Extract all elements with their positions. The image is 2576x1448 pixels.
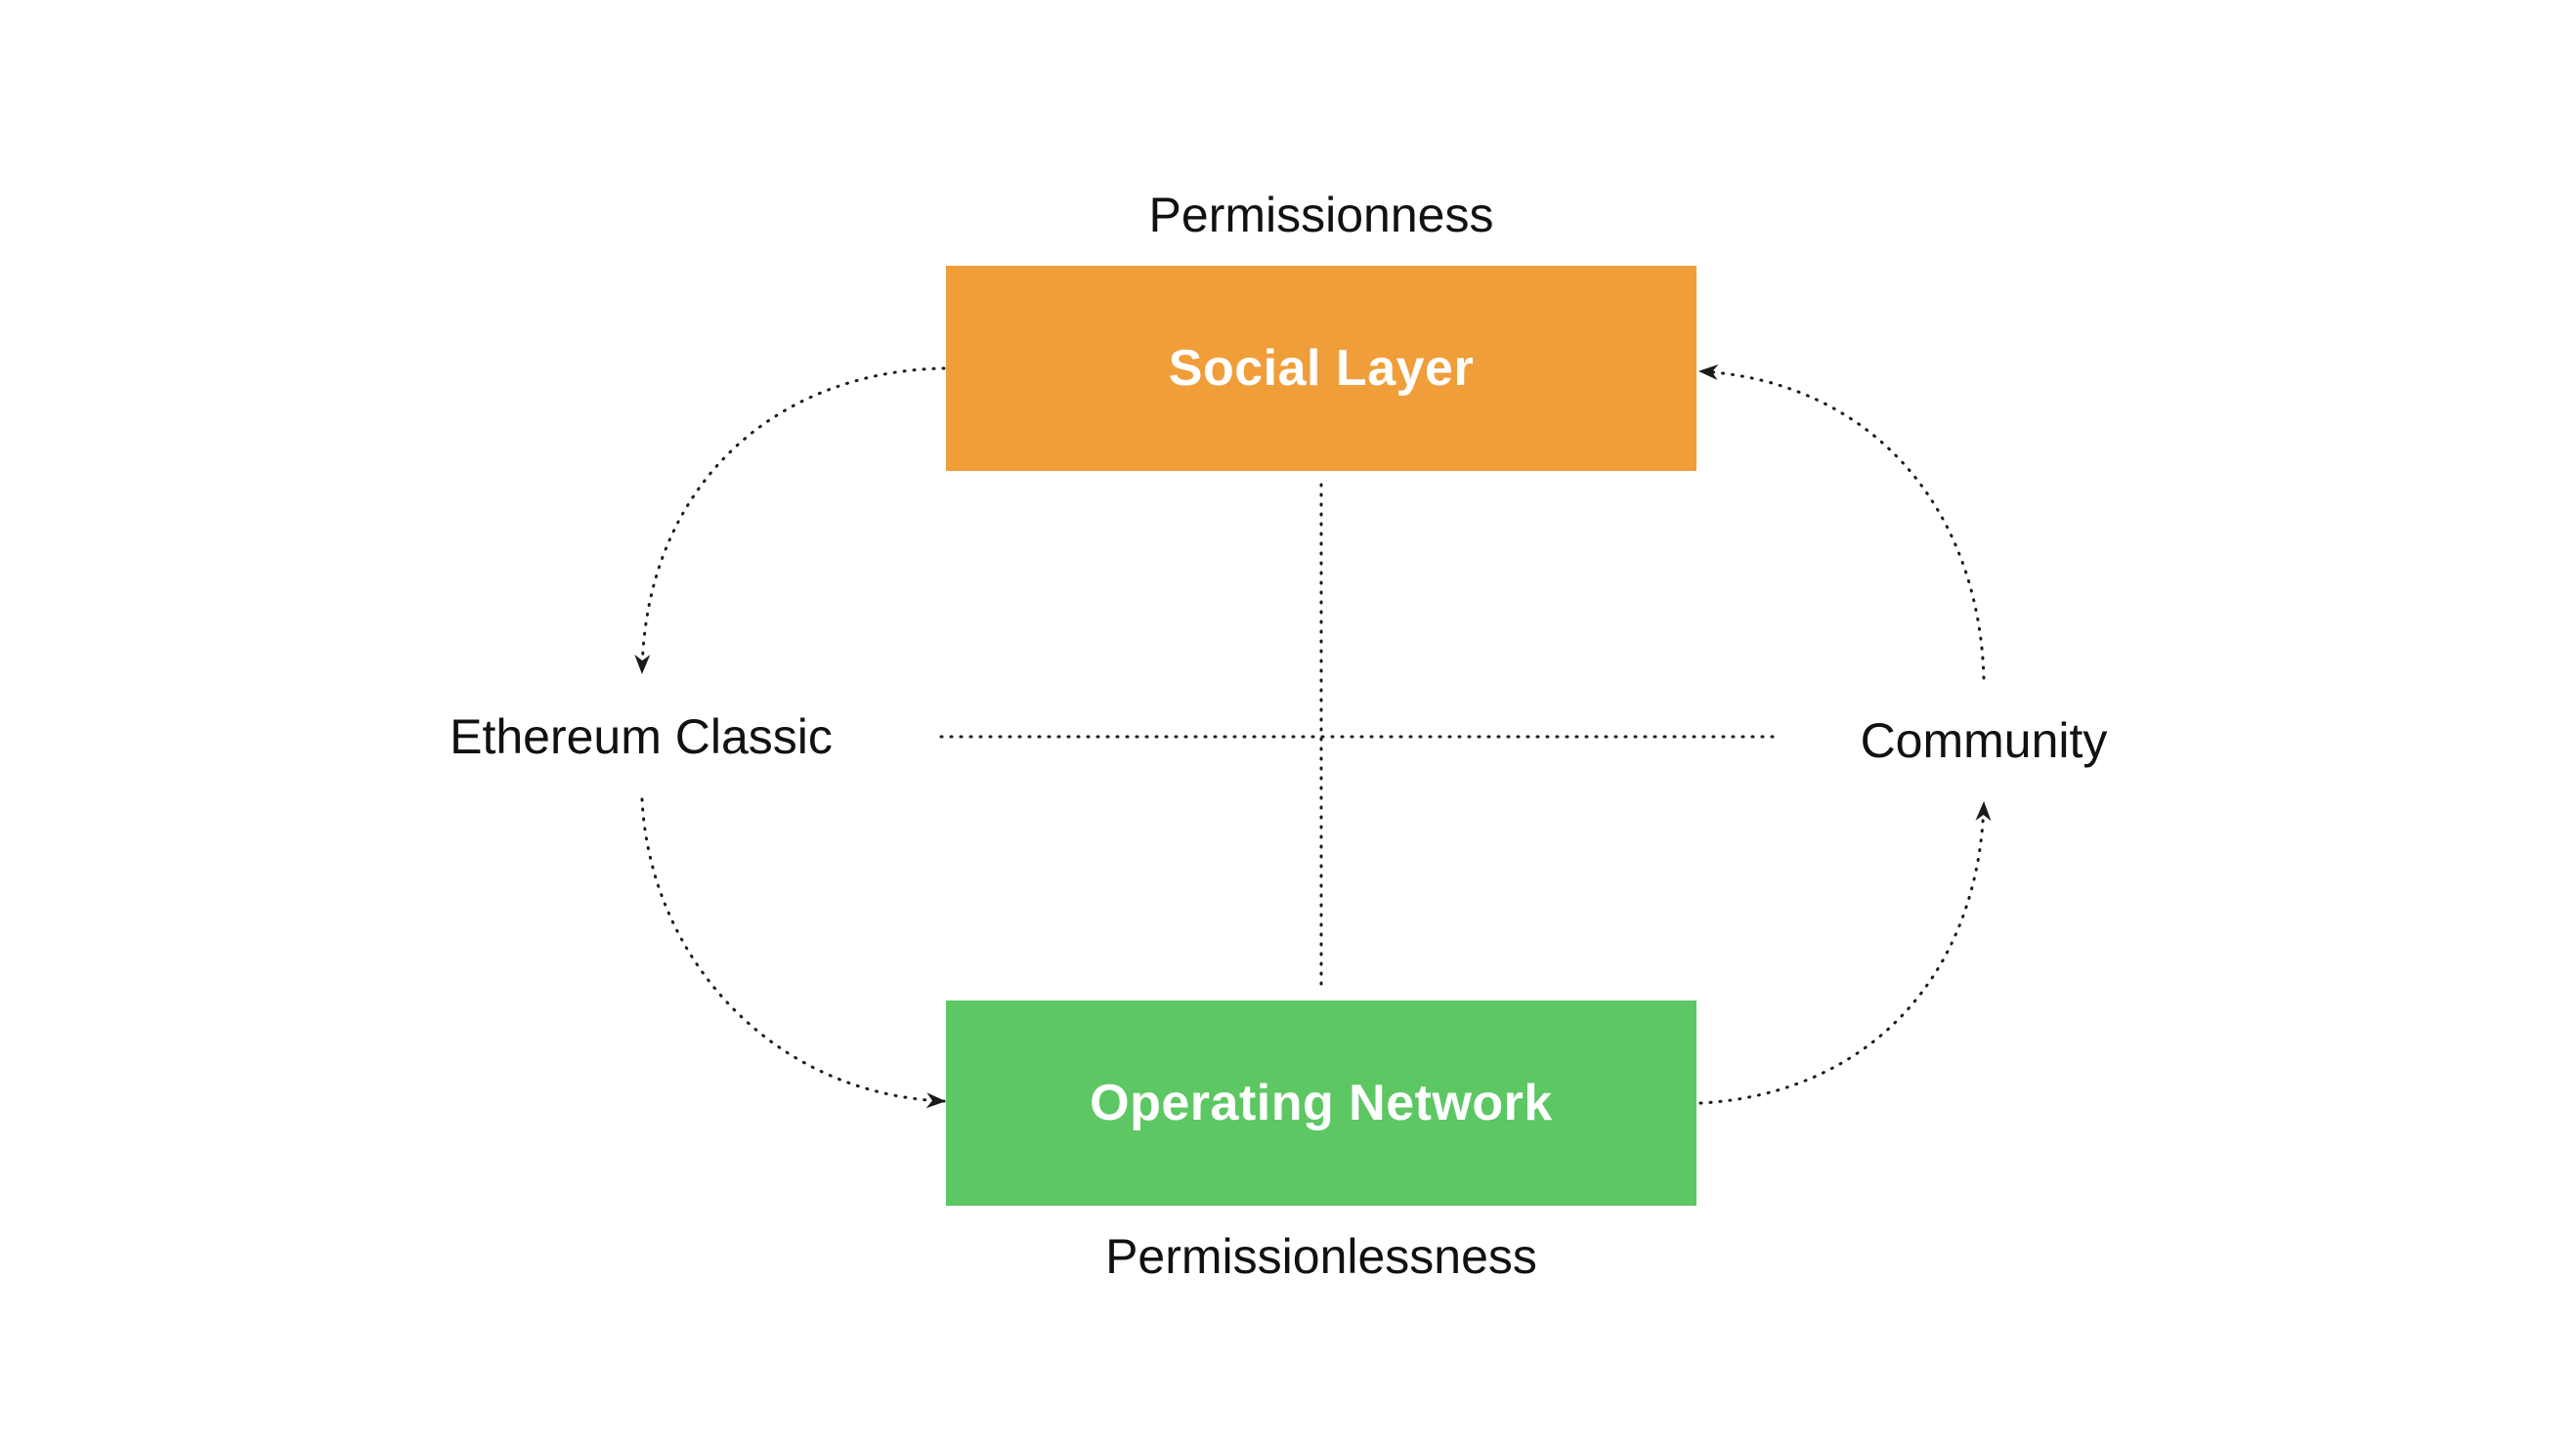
community-label: Community xyxy=(1860,713,2108,768)
permissionlessness-label: Permissionlessness xyxy=(1105,1229,1537,1284)
social-layer-label: Social Layer xyxy=(1168,340,1475,397)
operating-network-box: Operating Network xyxy=(946,1001,1696,1206)
permissionness-label: Permissionness xyxy=(1148,188,1494,242)
edge-operating-to-community xyxy=(1698,801,1992,1105)
social-layer-box: Social Layer xyxy=(946,266,1696,471)
edge-social-to-ethereum-classic xyxy=(634,366,946,674)
operating-network-label: Operating Network xyxy=(1090,1075,1553,1131)
edge-community-to-social xyxy=(1698,364,1986,680)
edge-ethereum-classic-to-operating xyxy=(640,797,946,1109)
ethereum-classic-label: Ethereum Classic xyxy=(450,709,833,764)
